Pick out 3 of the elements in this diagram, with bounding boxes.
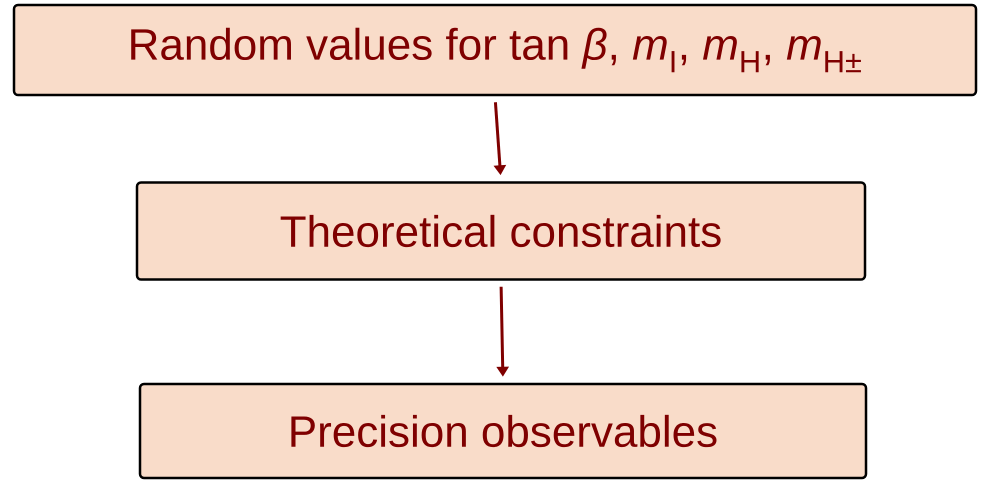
process-box: Theoretical constraints: [136, 181, 866, 281]
process-box: Precision observables: [138, 382, 868, 480]
process-box: Random values for tan β, m$_{I}$, m$_{H}$, m$_{H±}$: [12, 4, 978, 96]
